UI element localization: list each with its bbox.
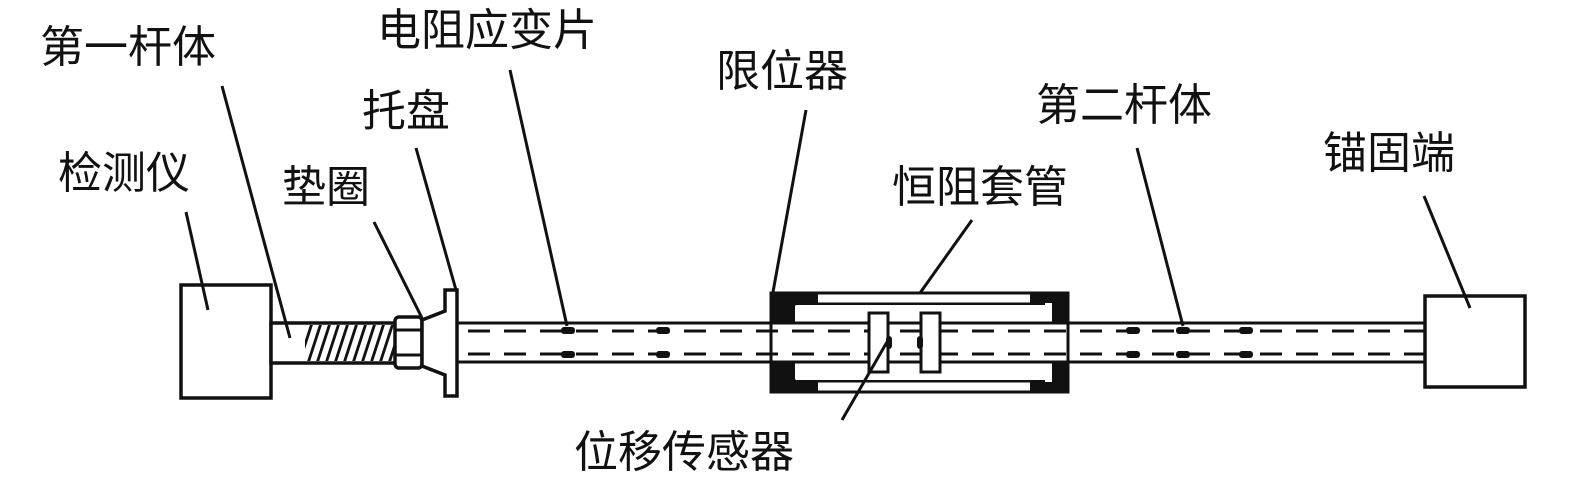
label-washer: 垫圈 <box>282 162 370 213</box>
label-second-rod: 第二杆体 <box>1036 80 1212 131</box>
limiter-cap-left-bottom <box>771 362 818 393</box>
leader-lines <box>184 69 1472 421</box>
strain-gauge-marks <box>561 327 1253 358</box>
displacement-sensor <box>867 311 942 374</box>
limiter-cap-left-top <box>771 292 818 323</box>
label-tray: 托盘 <box>362 86 450 137</box>
washer <box>393 315 424 370</box>
label-detector: 检测仪 <box>58 148 190 199</box>
limiter-cap-right-bottom <box>1030 362 1068 393</box>
detector-box <box>179 283 273 400</box>
label-anchor-end: 锚固端 <box>1323 128 1455 179</box>
label-strain-gauge: 电阻应变片 <box>377 5 597 56</box>
thread-hatch <box>305 325 395 361</box>
label-first-rod: 第一杆体 <box>40 22 216 73</box>
tray <box>420 288 459 398</box>
limiter-cap-right-top <box>1030 292 1068 323</box>
label-constant-resistance-sleeve: 恒阻套管 <box>892 162 1068 213</box>
label-limiter: 限位器 <box>716 46 848 97</box>
label-displacement-sensor: 位移传感器 <box>574 427 794 478</box>
anchor-end-box <box>1423 294 1527 389</box>
